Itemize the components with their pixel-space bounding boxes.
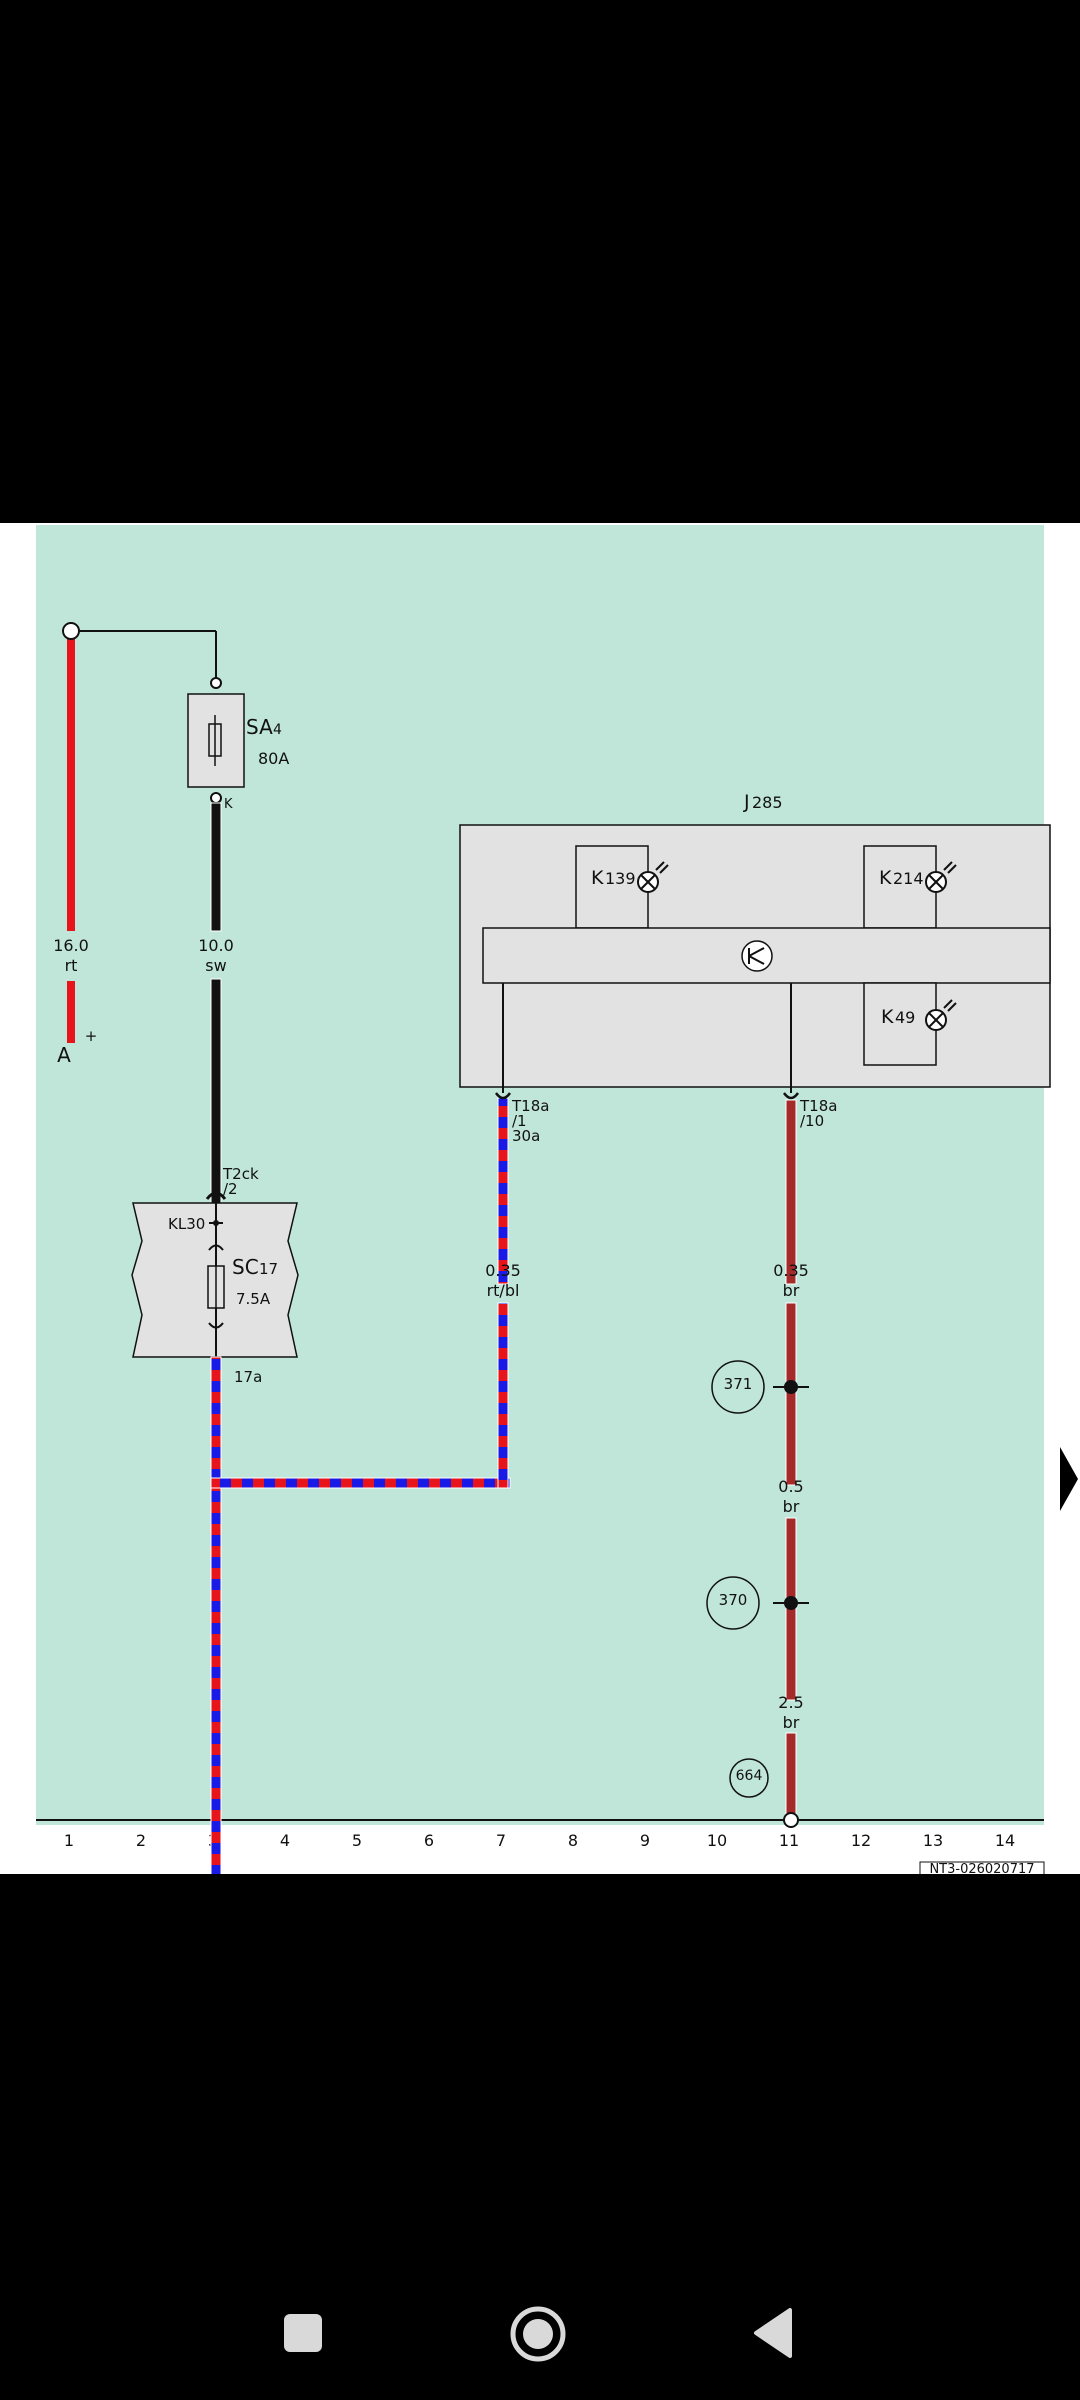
page-code-box [919,1861,1045,1874]
terminal-a-node [62,622,80,640]
fuse-sa4-index: 4 [273,722,282,738]
wire-035-rtbl-bottom [210,1477,511,1489]
kl30-node [213,1220,219,1226]
home-circle-icon[interactable] [509,2305,567,2363]
processor-icon [741,940,773,972]
lamp-k214-box [863,845,937,929]
pin-1-function: 30a [512,1127,540,1145]
column-number: 8 [568,1831,578,1850]
column-number: 13 [923,1831,943,1850]
fuse-sc17-pin-out: 17a [234,1368,262,1386]
wire-size-label: 2.5 [778,1693,803,1712]
ground-terminal [783,1812,799,1828]
page-code: NT3-026020717 [929,1862,1034,1874]
column-number: 10 [707,1831,727,1850]
pin-1-number: /1 [512,1112,527,1130]
column-number: 7 [496,1831,506,1850]
column-number: 2 [136,1831,146,1850]
wire-035-br [785,1099,797,1285]
lamp-k49-index: 49 [895,1008,915,1027]
column-number: 11 [779,1831,799,1850]
junction-371-circle [711,1360,765,1414]
fuse-sa4-terminal-k: K [224,797,233,812]
junction-371-label: 371 [724,1375,753,1393]
control-unit-prefix: J [743,791,750,813]
fuse-sc17-top-socket [208,1244,224,1251]
wire-color-label: rt/bl [487,1281,520,1300]
diagram-viewer[interactable]: 1 2 3 4 5 6 7 8 9 10 11 12 13 14 NT3-026… [0,523,1080,1874]
fuse-sc17-prefix: SC [232,1255,259,1279]
terminal-a-label: A [57,1043,71,1067]
fuse-sc17-rating: 7.5A [236,1290,271,1308]
column-number: 5 [352,1831,362,1850]
recents-square-icon[interactable] [280,2310,326,2356]
pin-1-label: T18a [511,1097,549,1115]
fuse-sc17-pin-in: KL30 [168,1215,205,1233]
diagram-background [36,525,1044,1825]
lamp-k139-index: 139 [605,869,636,888]
connector-t2ck-label: T2ck [222,1165,259,1183]
pin-10-number: /10 [800,1112,824,1130]
column-number: 14 [995,1831,1015,1850]
ground-664-circle [729,1758,769,1798]
junction-371-node [784,1380,798,1394]
pin-10-connector [782,1092,800,1100]
connector-t2ck-symbol [205,1191,227,1200]
wire-16-rt [67,635,75,931]
column-ruler: 1 2 3 4 5 6 7 8 9 10 11 12 13 14 [64,1831,1015,1850]
control-unit-index: 285 [752,793,783,812]
column-number: 6 [424,1831,434,1850]
terminal-a-sign: + [85,1027,98,1045]
column-number: 4 [280,1831,290,1850]
wire-color-label: rt [65,956,78,975]
lamp-k139-prefix: K [591,867,604,889]
column-number: 9 [640,1831,650,1850]
navigation-bar [0,2280,1080,2390]
wiring-diagram: 1 2 3 4 5 6 7 8 9 10 11 12 13 14 NT3-026… [36,525,1051,1874]
lamp-k49-box [863,982,937,1066]
next-page-arrow-icon[interactable] [1060,1447,1080,1511]
lamp-k214-prefix: K [879,867,892,889]
wire-size-label: 10.0 [198,936,234,955]
back-triangle-icon[interactable] [752,2308,794,2358]
column-number: 1 [64,1831,74,1850]
pin-10-label: T18a [799,1097,837,1115]
connector-t2ck-pin: /2 [223,1180,238,1198]
fuse-sc17-index: 17 [259,1260,278,1278]
junction-370-label: 370 [719,1591,748,1609]
wire-size-label: 0.5 [778,1477,803,1496]
lamp-icon [925,999,957,1031]
lamp-icon [925,861,957,893]
fuse-sc17-bottom-socket [208,1322,224,1329]
wire-035-rtbl-right [497,1097,509,1285]
fuse-sa4-bottom-terminal [210,792,222,804]
fuse-sa4-top-terminal [210,677,222,689]
lamp-icon [637,861,669,893]
column-number: 12 [851,1831,871,1850]
pin-1-connector [494,1092,512,1100]
lamp-k214-index: 214 [893,869,924,888]
wire-size-label: 16.0 [53,936,89,955]
wire-size-label: 0.35 [485,1261,521,1280]
wire-color-label: br [783,1713,800,1732]
wire-color-label: sw [205,956,226,975]
wire-25-br-lower [785,1732,797,1816]
wire-color-label: br [783,1281,800,1300]
wire-size-label: 0.35 [773,1261,809,1280]
fuse-sa4-prefix: SA [246,715,273,739]
lamp-k49-prefix: K [881,1006,894,1028]
wire-035-rtbl-left-outline [210,1356,222,1874]
wire-16-rt-lower [67,981,75,1043]
ground-664-label: 664 [736,1768,763,1784]
junction-370-circle [706,1576,760,1630]
wire-10-sw [210,802,222,932]
junction-370-node [784,1596,798,1610]
fuse-sa4-rating: 80A [258,749,289,768]
wire-035-rtbl-left [211,1357,221,1874]
wire-035-rtbl-right-lower [497,1302,509,1489]
wire-color-label: br [783,1497,800,1516]
